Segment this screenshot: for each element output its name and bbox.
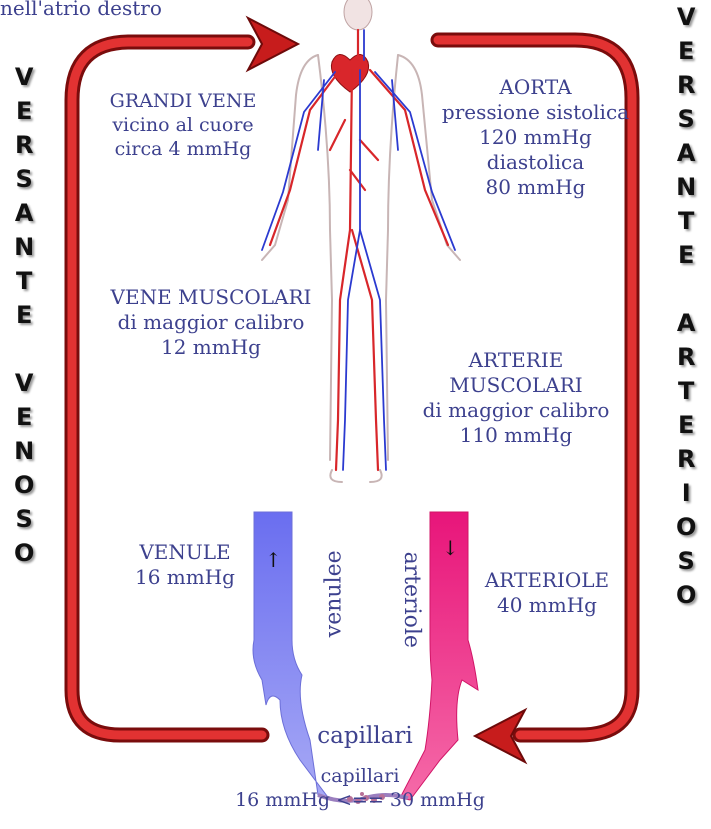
arteriole-vertical-label: arteriole [397,545,425,655]
arterial-side-letter: R [677,340,695,374]
capillaries-center-label: capillari [300,722,430,751]
arterial-side-letter: A [677,136,696,170]
venule-arrow-icon: ↑ [265,548,281,573]
arterial-side-letter: V [677,0,696,34]
venous-arrowhead-top [248,18,298,70]
bottom-caption: capillari 16 mmHg <== 30 mmHg [150,765,570,813]
arterial-side-letter: R [677,442,695,476]
venous-side-letter: N [14,434,34,468]
venous-side-letter: S [16,162,33,196]
muscular-arteries-label: ARTERIE MUSCOLARI di maggior calibro 110… [400,348,632,448]
venous-side-letter: A [15,196,34,230]
venous-side-letter: O [14,468,34,502]
arterial-side-letter: S [678,544,695,578]
venulee-vertical-label: venulee [320,544,348,644]
arterial-side-letter: O [676,510,696,544]
muscular-veins-label: VENE MUSCOLARI di maggior calibro 12 mmH… [96,285,326,360]
arterial-side-letter: O [676,578,696,612]
venous-side-letter: N [14,230,34,264]
venous-side-letter: E [16,298,32,332]
venous-side-letter: E [16,94,32,128]
aorta-label: AORTA pressione sistolica 120 mmHg diast… [428,75,643,200]
venules-label: VENULE 16 mmHg [120,540,250,590]
arterial-side-letter: S [678,102,695,136]
venous-side-letter: V [15,60,34,94]
venous-side-letter: O [14,536,34,570]
great-veins-label: GRANDI VENE vicino al cuore circa 4 mmHg [88,90,278,161]
arterial-side-letter: N [676,170,696,204]
arterial-side-letter: E [678,34,694,68]
venous-side-letter: V [15,366,34,400]
arterial-side-letter: I [682,476,691,510]
venous-side-letter: E [16,400,32,434]
venous-side-letter: T [16,264,32,298]
arterial-side-letter: E [678,408,694,442]
arterial-side-letter: E [678,238,694,272]
arterial-side-letter: A [677,306,696,340]
arterial-side-letter: T [678,374,694,408]
arterial-side-letter: R [677,68,695,102]
arteriole-arrow-icon: ↓ [442,536,458,561]
top-label: nell'atrio destro [0,0,162,21]
venous-side-letter: S [16,502,33,536]
venous-side-letter: R [15,128,33,162]
arterial-side-letter: T [678,204,694,238]
arterioles-label: ARTERIOLE 40 mmHg [472,568,622,618]
